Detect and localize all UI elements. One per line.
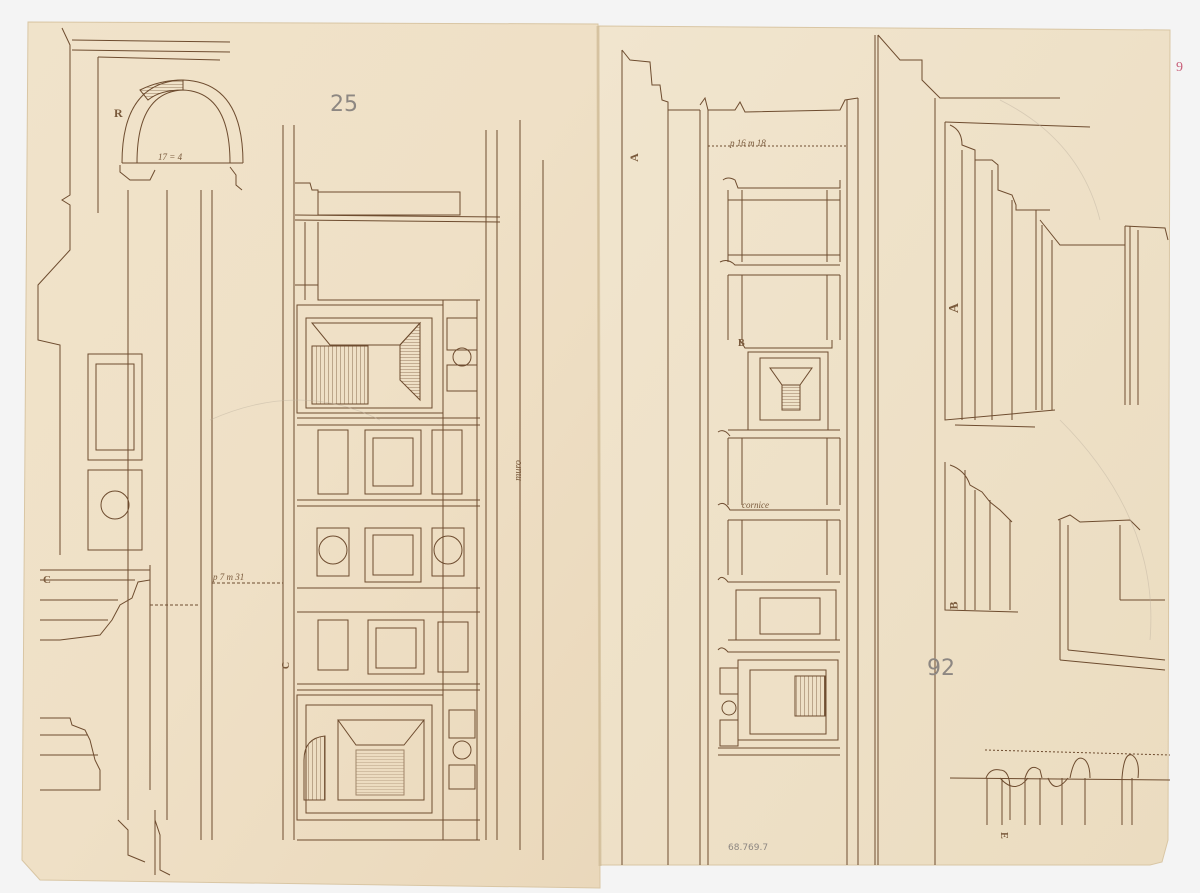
pencil-construction-lines [209, 99, 1152, 641]
cornice-profile-A [944, 121, 1171, 825]
left-side-panels [37, 290, 171, 876]
wall-elevation-left [150, 120, 544, 860]
arch-elevation [37, 27, 295, 840]
right-sheet [596, 25, 1171, 867]
wall-elevation-right [621, 34, 1060, 865]
